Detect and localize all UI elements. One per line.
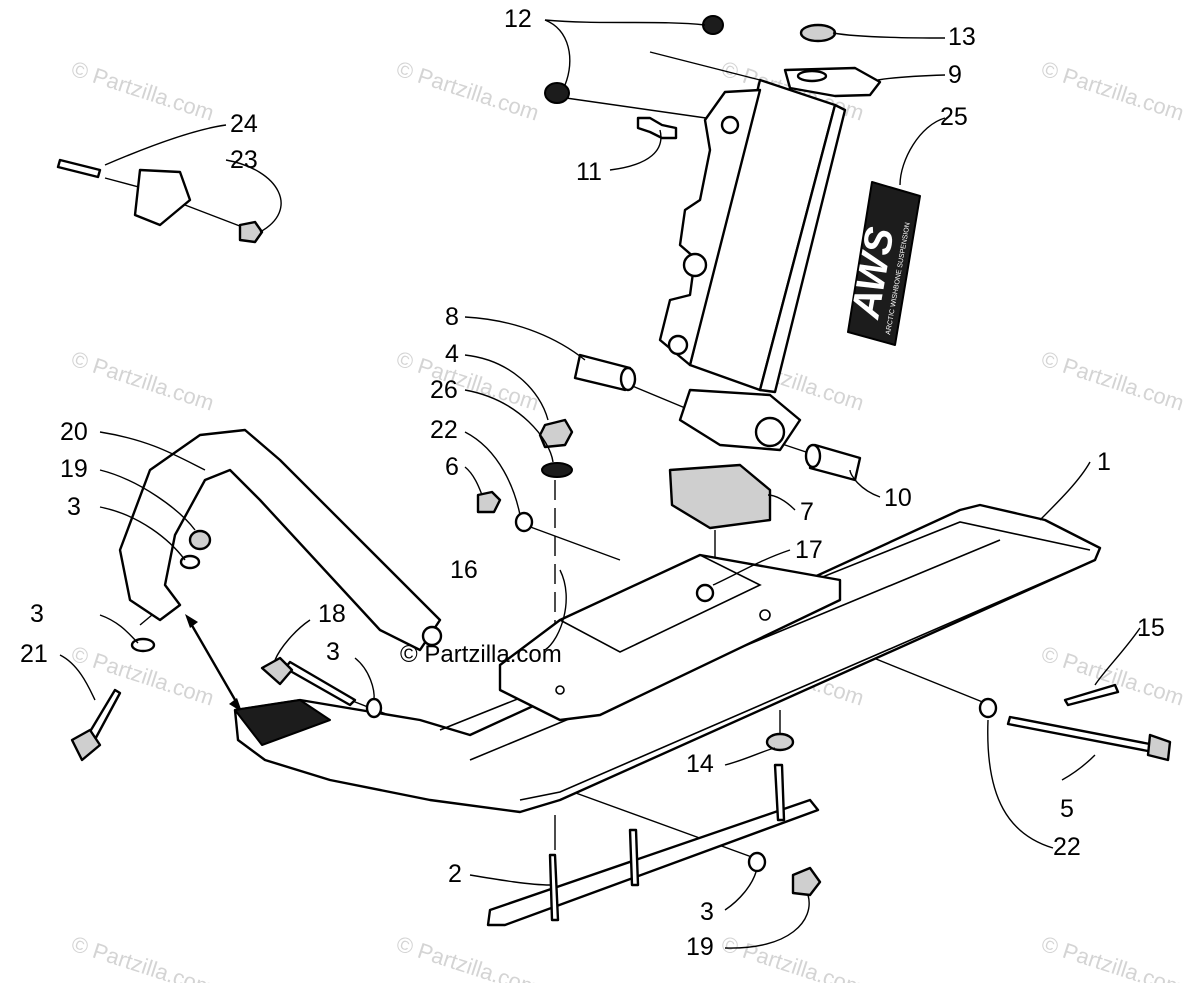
callout-25[interactable]: 25 [940, 103, 968, 131]
callouts: 12 13 9 25 24 23 11 8 4 26 22 20 6 1 19 … [20, 5, 1165, 961]
callout-1[interactable]: 1 [1097, 448, 1111, 476]
watermark: © Partzilla.com [393, 346, 542, 416]
callout-16[interactable]: 16 [450, 556, 478, 584]
watermark: © Partzilla.com [68, 346, 217, 416]
watermark: © Partzilla.com [393, 931, 542, 983]
callout-19[interactable]: 19 [60, 455, 88, 483]
ski-saddle [498, 553, 842, 722]
callout-10[interactable]: 10 [884, 484, 912, 512]
hardware-small [56, 158, 1172, 897]
watermark: © Partzilla.com [1038, 346, 1187, 416]
callout-15[interactable]: 15 [1137, 614, 1165, 642]
callout-3[interactable]: 3 [326, 638, 340, 666]
callout-6[interactable]: 6 [445, 453, 459, 481]
callout-14[interactable]: 14 [686, 750, 714, 778]
wear-bar [486, 763, 820, 927]
cap [799, 23, 837, 43]
callout-18[interactable]: 18 [318, 600, 346, 628]
watermark: © Partzilla.com [1038, 641, 1187, 711]
rubber-block [668, 463, 772, 530]
leader-lines [59, 19, 1141, 949]
callout-22[interactable]: 22 [1053, 833, 1081, 861]
callout-13[interactable]: 13 [948, 23, 976, 51]
spindle-strut [658, 66, 882, 452]
watermark: © Partzilla.com [393, 56, 542, 126]
callout-3[interactable]: 3 [67, 493, 81, 521]
callout-7[interactable]: 7 [800, 498, 814, 526]
bushing-8 [573, 353, 637, 392]
callout-3[interactable]: 3 [700, 898, 714, 926]
watermark: © Partzilla.com [68, 931, 217, 983]
watermark: © Partzilla.com [68, 56, 217, 126]
callout-8[interactable]: 8 [445, 303, 459, 331]
callout-2[interactable]: 2 [448, 860, 462, 888]
callout-17[interactable]: 17 [795, 536, 823, 564]
callout-12[interactable]: 12 [504, 5, 532, 33]
bushings-top [544, 15, 724, 104]
center-watermark: © Partzilla.com [400, 641, 562, 668]
aws-decal: AWS ARCTIC WISHBONE SUSPENSION [843, 181, 921, 346]
hardware-top [476, 418, 574, 533]
callout-23[interactable]: 23 [230, 146, 258, 174]
watermark: © Partzilla.com [1038, 56, 1187, 126]
callout-3[interactable]: 3 [30, 600, 44, 628]
callout-21[interactable]: 21 [20, 640, 48, 668]
callout-5[interactable]: 5 [1060, 795, 1074, 823]
callout-4[interactable]: 4 [445, 340, 459, 368]
callout-20[interactable]: 20 [60, 418, 88, 446]
watermark: © Partzilla.com [1038, 931, 1187, 983]
arrow-head-icon [185, 614, 198, 628]
grease-fitting [636, 116, 678, 140]
callout-9[interactable]: 9 [948, 61, 962, 89]
ski-handle [118, 428, 443, 652]
callout-22[interactable]: 22 [430, 416, 458, 444]
callout-11[interactable]: 11 [576, 158, 602, 186]
callout-24[interactable]: 24 [230, 110, 258, 138]
callout-26[interactable]: 26 [430, 376, 458, 404]
callout-19[interactable]: 19 [686, 933, 714, 961]
watermark: © Partzilla.com [718, 931, 867, 983]
